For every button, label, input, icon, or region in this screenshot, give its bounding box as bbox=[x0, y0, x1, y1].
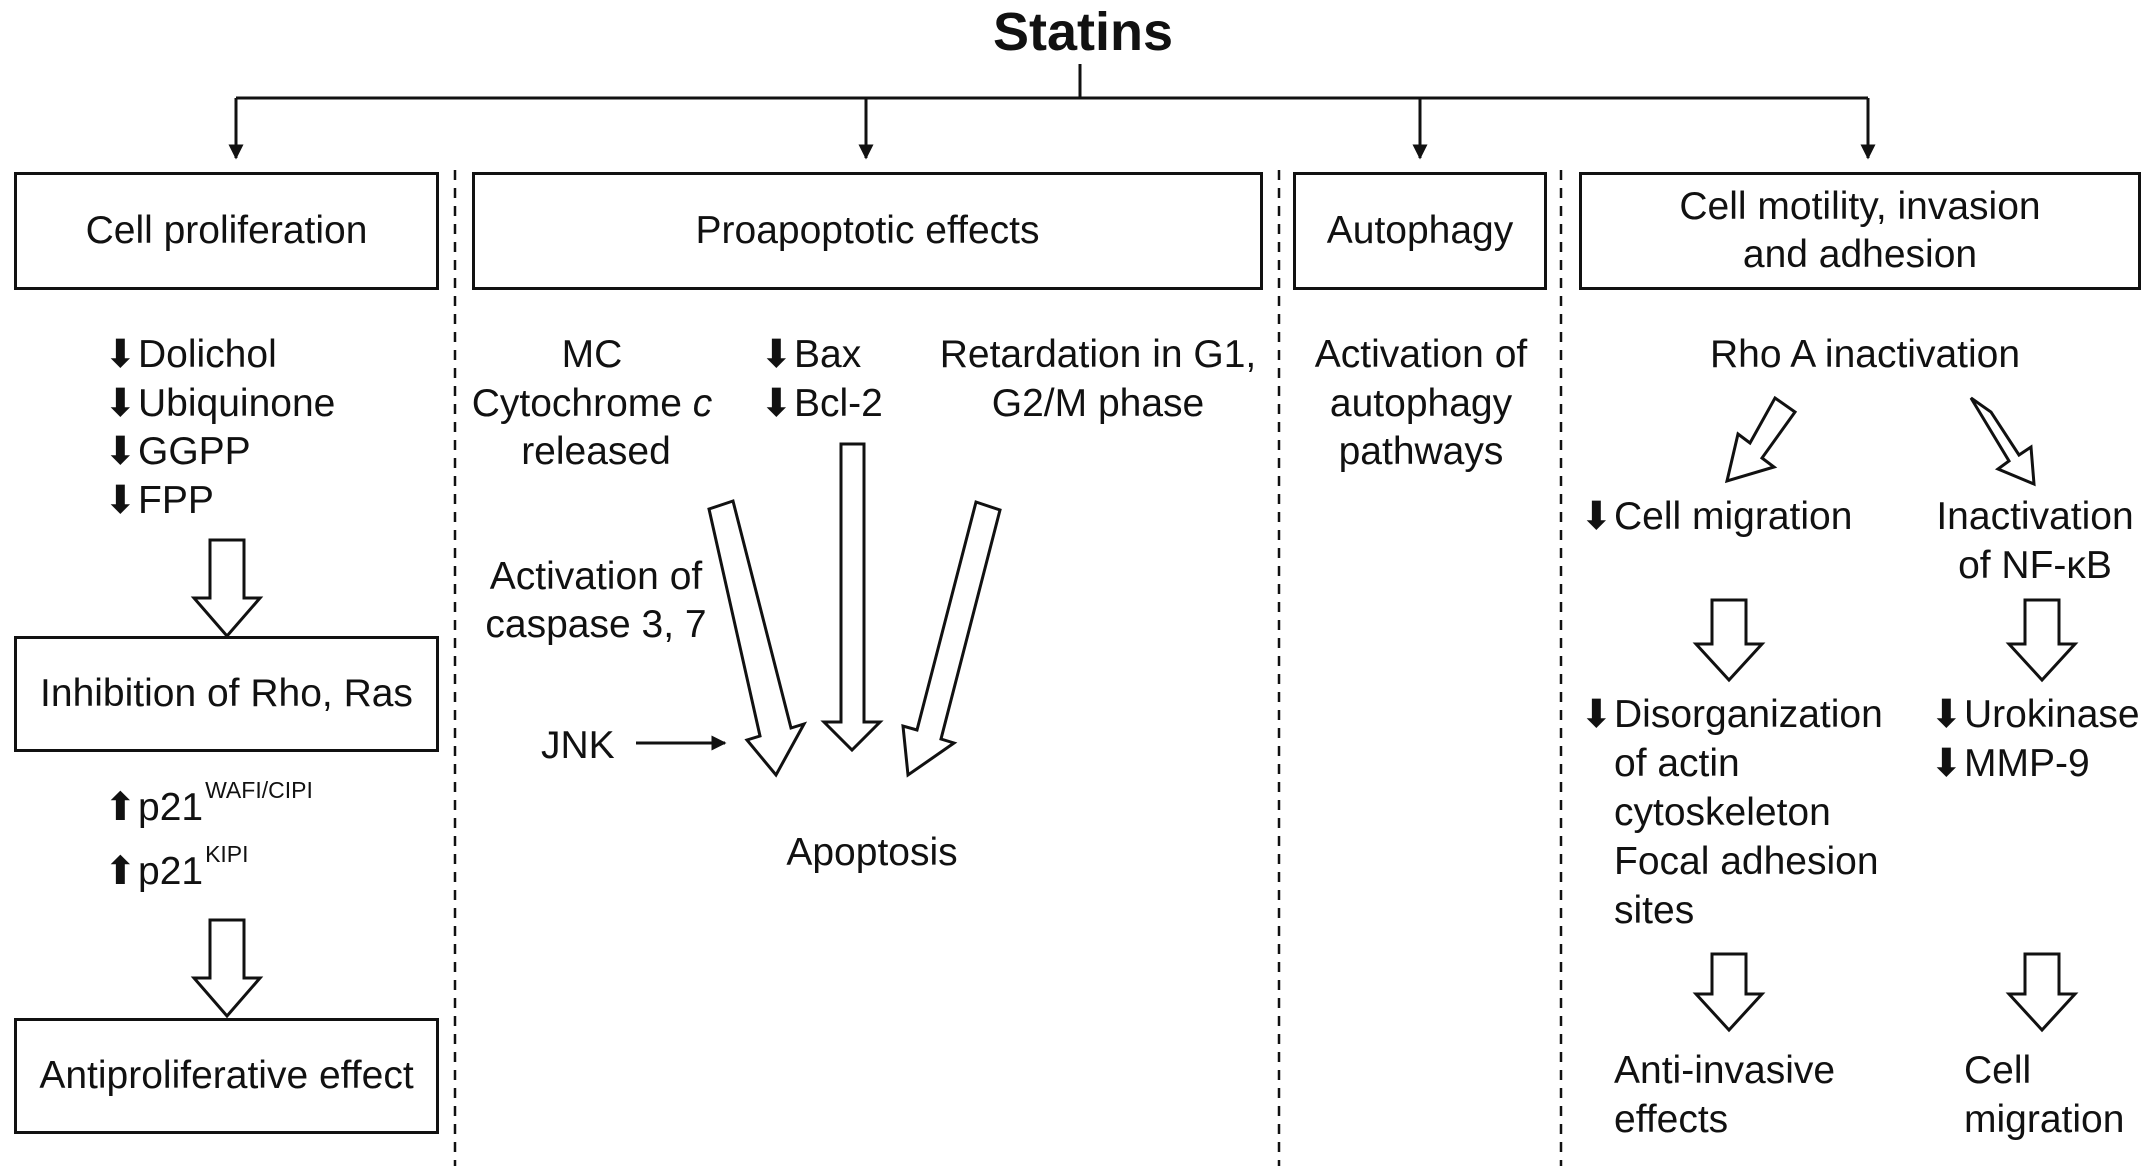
header-label: Autophagy bbox=[1326, 209, 1514, 252]
list-item: ⬇Urokinase bbox=[1930, 691, 2140, 739]
down-arrow-icon: ⬇ bbox=[1580, 693, 1613, 736]
list-item: ⬇Disorganization bbox=[1580, 691, 1883, 739]
text-retardation: Retardation in G1, bbox=[939, 333, 1257, 376]
hollow-arrow-icon bbox=[1724, 395, 1798, 484]
hollow-arrow-icon bbox=[820, 442, 884, 753]
hollow-arrow-icon bbox=[707, 499, 808, 778]
header-label: Proapoptotic effects bbox=[695, 209, 1040, 252]
text-effect: Focal adhesion bbox=[1614, 840, 1879, 883]
text-cytochrome-c: Cytochrome c bbox=[471, 382, 713, 425]
text-caspase-numbers: caspase 3, 7 bbox=[485, 603, 707, 646]
list-item: ⬇Bax bbox=[760, 331, 861, 379]
text-anti-invasive: Anti-invasive bbox=[1614, 1049, 1836, 1092]
list-item: ⬇Dolichol bbox=[104, 331, 277, 379]
hollow-arrow-icon bbox=[1692, 952, 1766, 1033]
down-arrow-icon: ⬇ bbox=[104, 430, 137, 473]
text-mc: MC bbox=[561, 333, 623, 376]
text-jnk: JNK bbox=[541, 724, 615, 767]
list-item: ⬇FPP bbox=[104, 477, 214, 525]
down-arrow-icon: ⬇ bbox=[104, 382, 137, 425]
list-item: ⬇MMP-9 bbox=[1930, 740, 2090, 788]
hollow-arrow-icon bbox=[901, 500, 1002, 778]
box-antiproliferative-effect: Antiproliferative effect bbox=[14, 1018, 439, 1134]
hollow-arrow-icon bbox=[2005, 952, 2079, 1033]
list-item: ⬆p21WAFI/CIPI bbox=[104, 777, 313, 836]
diagram-title: Statins bbox=[992, 2, 1174, 62]
text-migration: migration bbox=[1964, 1098, 2125, 1141]
down-arrow-icon: ⬇ bbox=[760, 382, 793, 425]
list-item: ⬇GGPP bbox=[104, 428, 251, 476]
text-released: released bbox=[521, 430, 671, 473]
box-inhibition-rho-ras: Inhibition of Rho, Ras bbox=[14, 636, 439, 752]
list-item: ⬇Bcl-2 bbox=[760, 380, 883, 428]
text-nf-kb: of NF-κB bbox=[1958, 544, 2112, 587]
text-effects: effects bbox=[1614, 1098, 1729, 1141]
up-arrow-icon: ⬆ bbox=[104, 850, 137, 893]
header-box-cell-proliferation: Cell proliferation bbox=[14, 172, 439, 290]
header-label: and adhesion bbox=[1742, 233, 1978, 276]
hollow-arrow-icon bbox=[190, 538, 264, 639]
text-inactivation: Inactivation bbox=[1936, 495, 2134, 538]
header-label: Cell motility, invasion bbox=[1679, 185, 2041, 228]
text-retardation-phase: G2/M phase bbox=[991, 382, 1205, 425]
list-item: ⬇Ubiquinone bbox=[104, 380, 335, 428]
header-box-cell-motility: Cell motility, invasion and adhesion bbox=[1579, 172, 2141, 290]
text-effect: cytoskeleton bbox=[1614, 791, 1831, 834]
hollow-arrow-icon bbox=[190, 918, 264, 1019]
hollow-arrow-icon bbox=[1969, 396, 2036, 487]
text-activation-caspase: Activation of bbox=[489, 555, 703, 598]
text-cell: Cell bbox=[1964, 1049, 2032, 1092]
hollow-arrow-icon bbox=[2005, 598, 2079, 683]
list-item: ⬇Cell migration bbox=[1580, 493, 1852, 541]
down-arrow-icon: ⬇ bbox=[1580, 495, 1613, 538]
text-autophagy: autophagy bbox=[1329, 382, 1513, 425]
text-autophagy: pathways bbox=[1338, 430, 1504, 473]
down-arrow-icon: ⬇ bbox=[1930, 742, 1963, 785]
header-label: Cell proliferation bbox=[85, 209, 368, 252]
text-rho-a-inactivation: Rho A inactivation bbox=[1709, 333, 2021, 376]
header-box-autophagy: Autophagy bbox=[1293, 172, 1547, 290]
down-arrow-icon: ⬇ bbox=[1930, 693, 1963, 736]
text-effect: sites bbox=[1614, 889, 1695, 932]
down-arrow-icon: ⬇ bbox=[104, 333, 137, 376]
up-arrow-icon: ⬆ bbox=[104, 786, 137, 829]
header-box-proapoptotic-effects: Proapoptotic effects bbox=[472, 172, 1263, 290]
down-arrow-icon: ⬇ bbox=[104, 479, 137, 522]
text-autophagy: Activation of bbox=[1314, 333, 1528, 376]
list-item: ⬆p21KIPI bbox=[104, 841, 249, 900]
down-arrow-icon: ⬇ bbox=[760, 333, 793, 376]
hollow-arrow-icon bbox=[1692, 598, 1766, 683]
text-apoptosis: Apoptosis bbox=[786, 831, 958, 874]
text-effect: of actin bbox=[1614, 742, 1740, 785]
